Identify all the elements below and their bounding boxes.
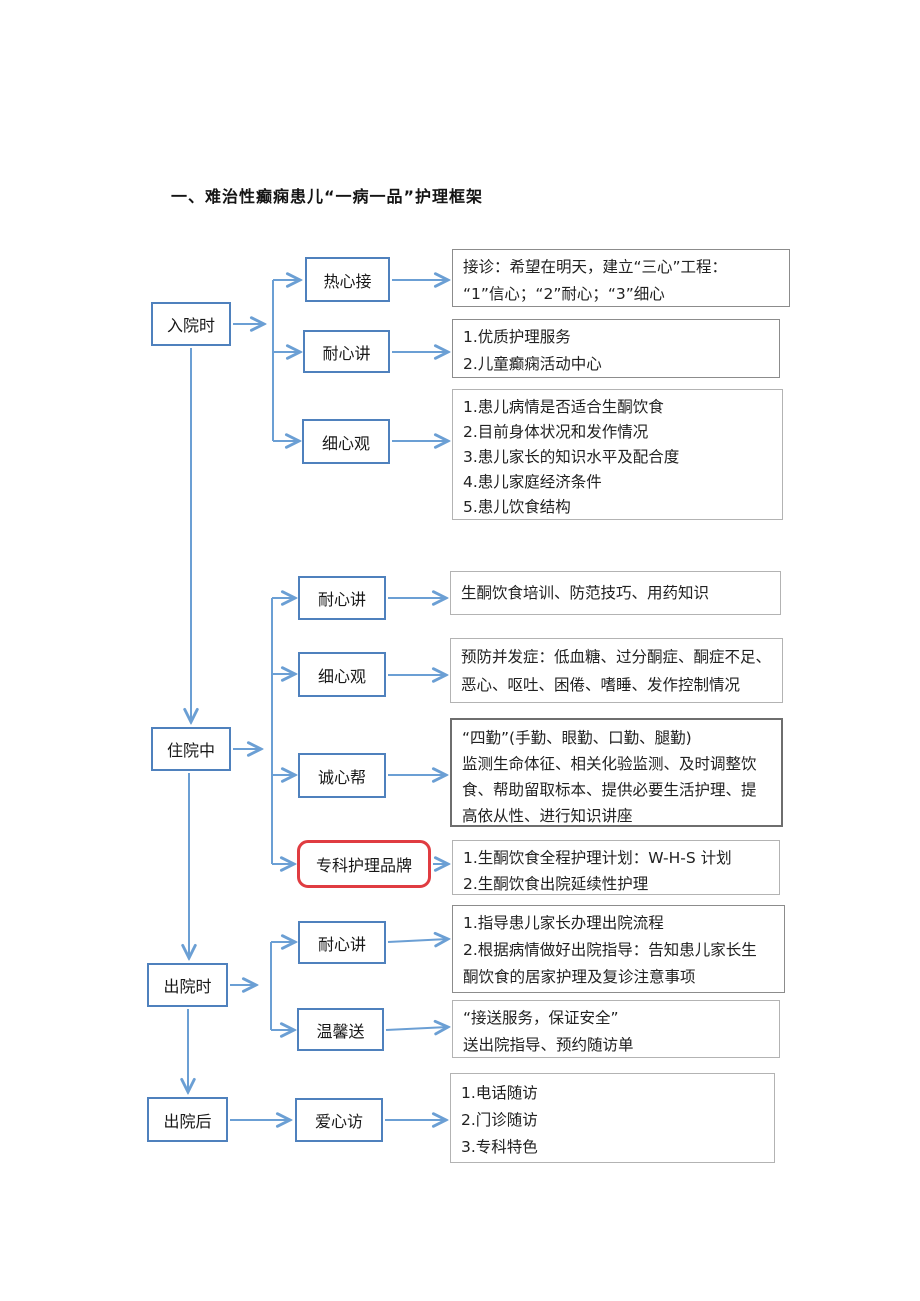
detail-line: 2.目前身体状况和发作情况 [463,423,649,441]
stage-label: 住院中 [166,741,215,760]
detail-line: 2.根据病情做好出院指导：告知患儿家长生 [463,941,757,959]
detail-line: 生酮饮食培训、防范技巧、用药知识 [461,584,710,602]
action-label: 细心观 [317,666,366,686]
detail-line: 监测生命体征、相关化验监测、及时调整饮 [462,755,757,773]
action-box-patient-explaining-3: 耐心讲 [298,921,386,964]
action-label: 耐心讲 [317,934,366,954]
stage-box-at-discharge: 出院时 [147,963,228,1007]
detail-box-four-diligence: “四勤”(手勤、眼勤、口勤、腿勤) 监测生命体征、相关化验监测、及时调整饮 食、… [450,718,783,827]
detail-line: 3.专科特色 [461,1138,538,1156]
detail-line: 1.电话随访 [461,1084,538,1102]
detail-line: 1.患儿病情是否适合生酮饮食 [463,398,664,416]
detail-line: 3.患儿家长的知识水平及配合度 [463,448,680,466]
detail-box-nursing-plan: 1.生酮饮食全程护理计划：W-H-S 计划 2.生酮饮食出院延续性护理 [452,840,780,895]
action-box-patient-explaining-2: 耐心讲 [298,576,386,620]
detail-box-training: 生酮饮食培训、防范技巧、用药知识 [450,571,781,615]
action-box-sincere-help: 诚心帮 [298,753,386,798]
action-box-careful-observation-1: 细心观 [302,419,390,464]
page-title: 一、难治性癫痫患儿“一病一品”护理框架 [171,187,484,206]
action-box-patient-explaining-1: 耐心讲 [303,330,390,373]
detail-line: 送出院指导、预约随访单 [463,1036,634,1054]
detail-line: “四勤”(手勤、眼勤、口勤、腿勤) [462,729,692,747]
action-label: 专科护理品牌 [315,856,412,875]
detail-line: 接诊：希望在明天，建立“三心”工程： [463,258,728,276]
detail-line: 1.生酮饮食全程护理计划：W-H-S 计划 [463,849,732,867]
stage-label: 出院时 [163,977,212,996]
detail-line: 2.生酮饮食出院延续性护理 [463,875,649,893]
stage-label: 出院后 [163,1111,212,1131]
detail-box-reception-motto: 接诊：希望在明天，建立“三心”工程： “1”信心；“2”耐心；“3”细心 [452,249,790,307]
detail-line: 5.患儿饮食结构 [463,498,571,516]
detail-line: 1.指导患儿家长办理出院流程 [463,914,664,932]
detail-line: 高依从性、进行知识讲座 [462,807,633,825]
action-label: 热心接 [323,271,372,291]
detail-box-service-intro: 1.优质护理服务 2.儿童癫痫活动中心 [452,319,780,378]
action-label: 细心观 [321,433,370,453]
detail-line: 酮饮食的居家护理及复诊注意事项 [463,968,696,986]
detail-line: 4.患儿家庭经济条件 [463,473,602,491]
detail-line: 预防并发症：低血糖、过分酮症、酮症不足、 [461,648,772,666]
stage-box-in-hospital: 住院中 [151,727,231,771]
action-label: 爱心访 [314,1112,363,1131]
detail-box-followup: 1.电话随访 2.门诊随访 3.专科特色 [450,1073,775,1163]
action-label: 耐心讲 [322,343,371,363]
action-box-warm-sendoff: 温馨送 [297,1008,384,1051]
action-label: 耐心讲 [317,590,366,609]
stage-label: 入院时 [166,316,215,335]
stage-box-after-discharge: 出院后 [147,1097,228,1142]
detail-line: 2.儿童癫痫活动中心 [463,355,602,373]
detail-box-discharge-guidance: 1.指导患儿家长办理出院流程 2.根据病情做好出院指导：告知患儿家长生 酮饮食的… [452,905,785,993]
action-box-caring-visit: 爱心访 [295,1098,383,1142]
action-label: 温馨送 [316,1021,365,1041]
detail-box-complication-prevention: 预防并发症：低血糖、过分酮症、酮症不足、 恶心、呕吐、困倦、嗜睡、发作控制情况 [450,638,783,703]
detail-line: “接送服务，保证安全” [463,1009,619,1027]
detail-box-sendoff-service: “接送服务，保证安全” 送出院指导、预约随访单 [452,1000,780,1058]
detail-line: “1”信心；“2”耐心；“3”细心 [463,285,665,303]
detail-box-assessment-items: 1.患儿病情是否适合生酮饮食 2.目前身体状况和发作情况 3.患儿家长的知识水平… [452,389,783,520]
action-label: 诚心帮 [317,767,366,787]
action-box-specialty-nursing-brand: 专科护理品牌 [297,840,431,888]
detail-line: 2.门诊随访 [461,1111,538,1129]
action-box-careful-observation-2: 细心观 [298,652,386,697]
detail-line: 1.优质护理服务 [463,328,571,346]
detail-line: 恶心、呕吐、困倦、嗜睡、发作控制情况 [461,676,741,694]
detail-line: 食、帮助留取标本、提供必要生活护理、提 [462,781,757,799]
action-box-warm-reception: 热心接 [305,257,390,302]
stage-box-admission: 入院时 [151,302,231,346]
